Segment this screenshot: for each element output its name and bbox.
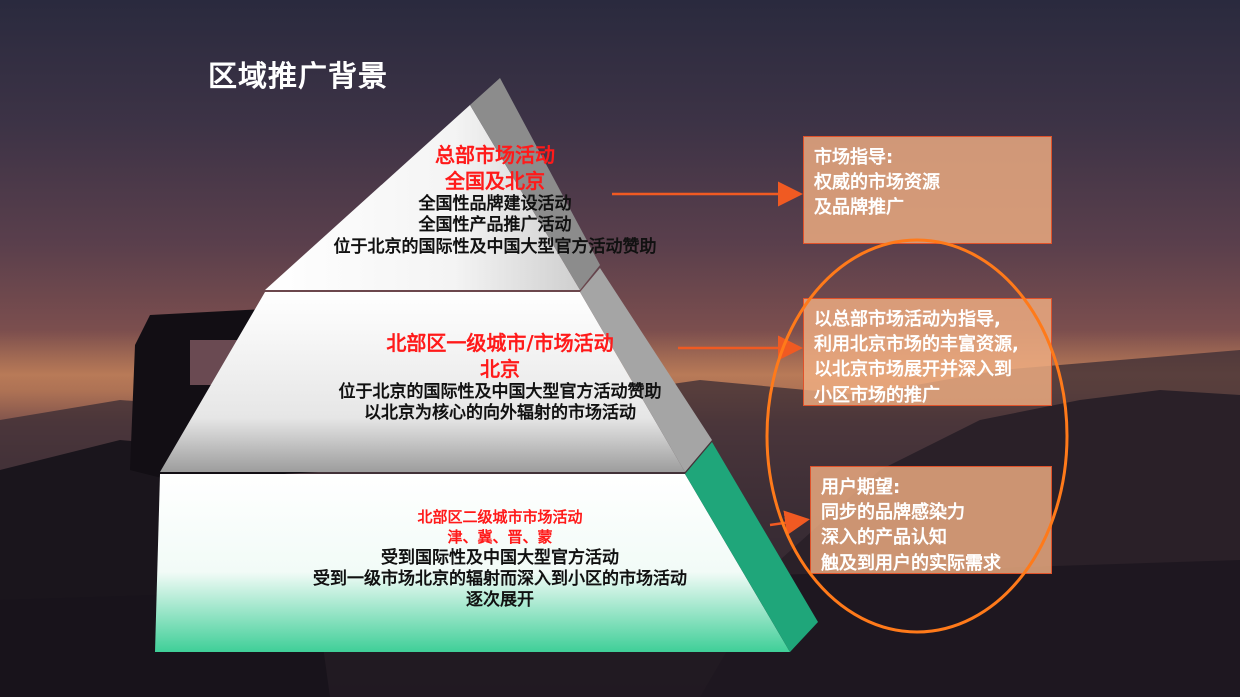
pyramid-tier-top bbox=[265, 105, 580, 290]
tier-middle-line: 位于北京的国际性及中国大型官方活动赞助 bbox=[338, 382, 662, 402]
tier-top-scope: 全国及北京 bbox=[445, 169, 545, 193]
note-line: 小区市场的推广 bbox=[814, 384, 940, 406]
pyramid-tier-bottom bbox=[155, 474, 790, 652]
note-line: 市场指导: bbox=[814, 147, 894, 168]
pyramid-tier-top-side bbox=[470, 78, 600, 290]
tier-middle-scope: 北京 bbox=[480, 357, 520, 381]
note-line: 利用北京市场的丰富资源, bbox=[814, 334, 1019, 356]
tier-top-line: 全国性品牌建设活动 bbox=[418, 194, 572, 214]
tier-bottom-headline: 北部区二级城市市场活动 bbox=[417, 508, 583, 526]
tier-top-headline: 总部市场活动 bbox=[435, 143, 555, 167]
tier-top-line: 位于北京的国际性及中国大型官方活动赞助 bbox=[333, 236, 657, 257]
note-line: 及品牌推广 bbox=[814, 197, 904, 219]
note-user-expectation: 用户期望: 同步的品牌感染力 深入的产品认知 触及到用户的实际需求 bbox=[810, 466, 1052, 574]
tier-bottom-scope: 津、冀、晋、蒙 bbox=[447, 528, 553, 547]
note-line: 深入的产品认知 bbox=[821, 527, 947, 549]
pyramid-bottom-text: 北部区二级城市市场活动 津、冀、晋、蒙 受到国际性及中国大型官方活动 受到一级市… bbox=[220, 507, 780, 611]
tier-bottom-line: 受到一级市场北京的辐射而深入到小区的市场活动 bbox=[313, 568, 687, 589]
pyramid-tier-middle-side bbox=[580, 268, 712, 472]
note-market-guidance: 市场指导: 权威的市场资源 及品牌推广 bbox=[803, 136, 1052, 244]
pyramid-top-text: 总部市场活动 全国及北京 全国性品牌建设活动 全国性产品推广活动 位于北京的国际… bbox=[280, 142, 710, 258]
pyramid-middle-text: 北部区一级城市/市场活动 北京 位于北京的国际性及中国大型官方活动赞助 以北京为… bbox=[280, 330, 720, 425]
page-title: 区域推广背景 bbox=[208, 59, 389, 94]
tier-middle-headline: 北部区一级城市/市场活动 bbox=[386, 331, 614, 355]
note-line: 用户期望: bbox=[821, 477, 901, 498]
note-regional-strategy: 以总部市场活动为指导, 利用北京市场的丰富资源, 以北京市场展开并深入到 小区市… bbox=[803, 298, 1052, 406]
note-line: 触及到用户的实际需求 bbox=[821, 552, 1001, 574]
pyramid-tier-middle bbox=[160, 292, 685, 472]
tier-bottom-line: 逐次展开 bbox=[466, 590, 534, 610]
tier-top-line: 全国性产品推广活动 bbox=[418, 215, 572, 236]
note-line: 以北京市场展开并深入到 bbox=[814, 359, 1012, 381]
tier-middle-line: 以北京为核心的向外辐射的市场活动 bbox=[364, 403, 636, 424]
note-line: 权威的市场资源 bbox=[814, 172, 940, 194]
note-line: 以总部市场活动为指导, bbox=[814, 309, 1001, 330]
tier-bottom-line: 受到国际性及中国大型官方活动 bbox=[381, 547, 619, 568]
note-line: 同步的品牌感染力 bbox=[821, 502, 965, 524]
